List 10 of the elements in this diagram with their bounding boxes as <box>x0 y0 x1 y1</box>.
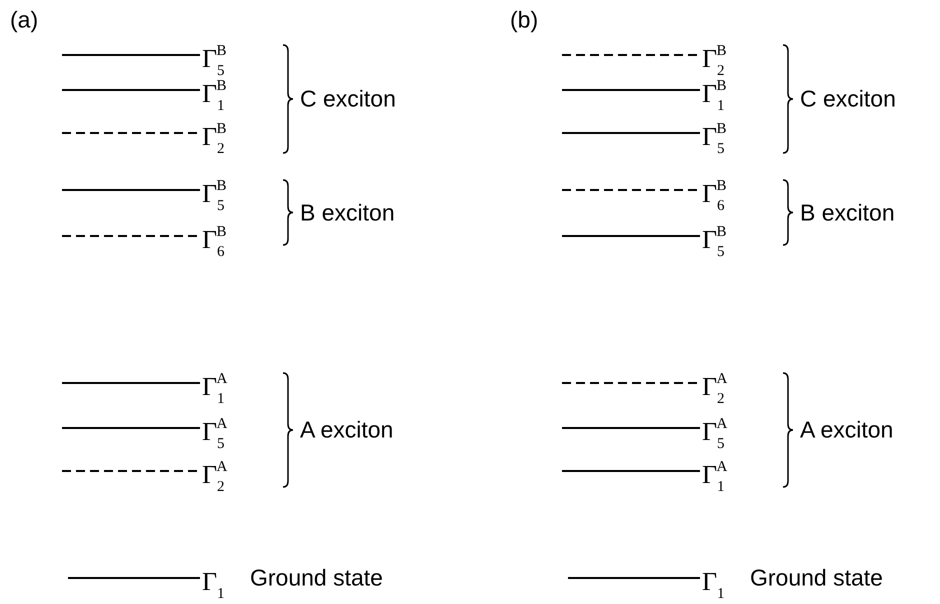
state-label: Ground state <box>750 566 883 590</box>
group-label: A exciton <box>800 418 894 442</box>
group-label: C exciton <box>300 88 396 110</box>
group-label: B exciton <box>800 201 895 224</box>
panel-label: (b) <box>510 8 538 32</box>
group-label: A exciton <box>300 418 394 442</box>
group-label: C exciton <box>800 88 896 110</box>
state-label: Ground state <box>250 566 383 590</box>
group-label: B exciton <box>300 201 395 224</box>
panel-label: (a) <box>10 8 38 32</box>
